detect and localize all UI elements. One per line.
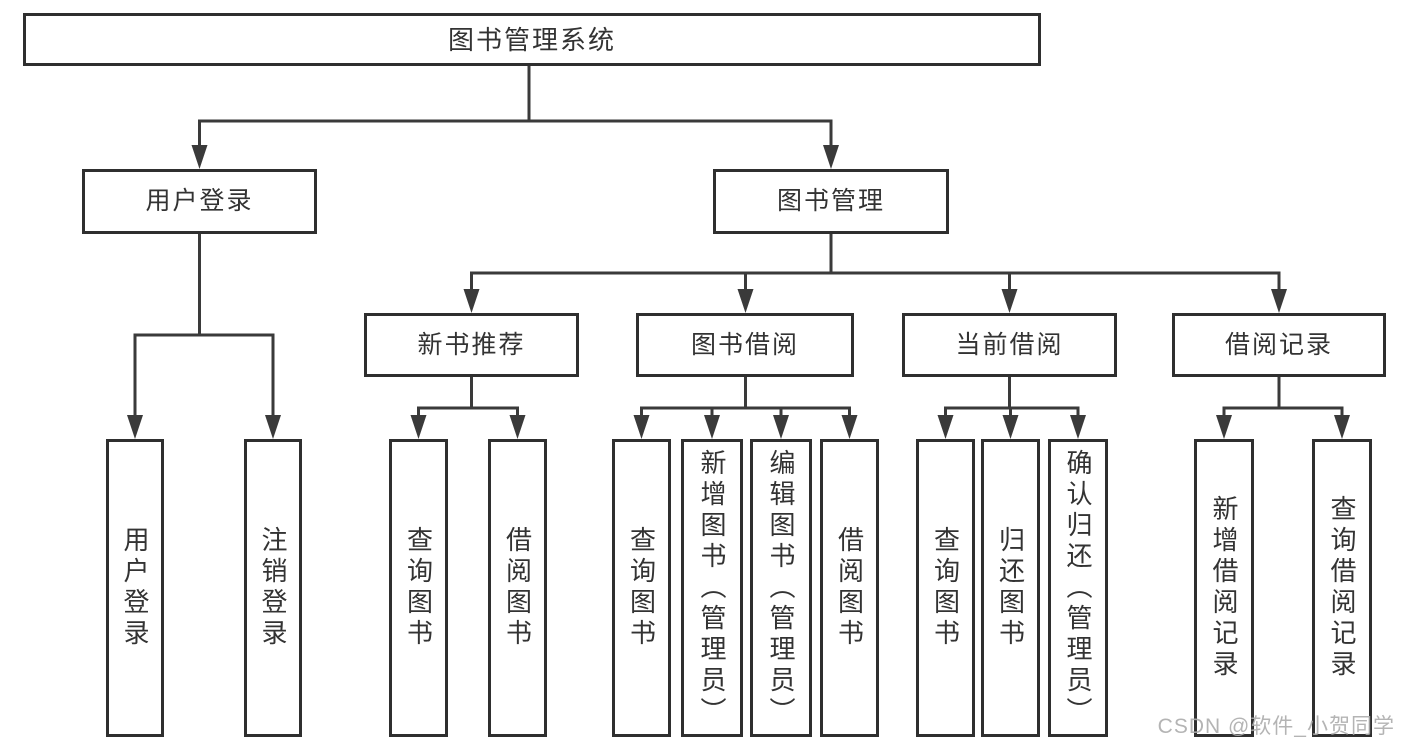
- leaf-query-borrow-record-label: 查询借阅记录: [1327, 495, 1357, 681]
- node-book-borrow: 图书借阅: [636, 313, 854, 377]
- leaf-return-book: 归还图书: [981, 439, 1040, 737]
- leaf-current-query-book-label: 查询图书: [930, 526, 961, 650]
- leaf-query-borrow-record: 查询借阅记录: [1312, 439, 1372, 737]
- leaf-recommend-query-book-label: 查询图书: [403, 526, 434, 650]
- leaf-logout-label: 注销登录: [258, 526, 288, 650]
- node-borrow-records-label: 借阅记录: [1224, 330, 1333, 359]
- leaf-borrow-query-book: 查询图书: [612, 439, 671, 737]
- node-book-borrow-label: 图书借阅: [690, 330, 799, 359]
- leaf-add-borrow-record-label: 新增借阅记录: [1209, 495, 1239, 681]
- leaf-borrow-book: 借阅图书: [820, 439, 879, 737]
- leaf-add-book-admin-label: 新增图书（管理员）: [697, 448, 727, 728]
- leaf-recommend-borrow-book-label: 借阅图书: [502, 526, 533, 650]
- leaf-add-book-admin: 新增图书（管理员）: [681, 439, 743, 737]
- leaf-return-book-label: 归还图书: [995, 526, 1026, 650]
- leaf-confirm-return-admin-label: 确认归还（管理员）: [1063, 448, 1093, 728]
- node-root-label: 图书管理系统: [447, 24, 616, 55]
- leaf-user-login-label: 用户登录: [120, 526, 150, 650]
- node-new-book-recommend-label: 新书推荐: [417, 330, 526, 359]
- leaf-borrow-book-label: 借阅图书: [834, 526, 865, 650]
- leaf-confirm-return-admin: 确认归还（管理员）: [1048, 439, 1108, 737]
- node-new-book-recommend: 新书推荐: [364, 313, 579, 377]
- leaf-recommend-query-book: 查询图书: [389, 439, 448, 737]
- node-book-management-label: 图书管理: [776, 187, 885, 215]
- node-current-borrow: 当前借阅: [902, 313, 1117, 377]
- csdn-watermark: CSDN @软件_小贺同学: [1157, 715, 1395, 738]
- leaf-edit-book-admin-label: 编辑图书（管理员）: [766, 448, 796, 728]
- leaf-logout: 注销登录: [244, 439, 302, 737]
- node-borrow-records: 借阅记录: [1172, 313, 1386, 377]
- node-root: 图书管理系统: [23, 13, 1041, 66]
- node-current-borrow-label: 当前借阅: [955, 330, 1064, 359]
- leaf-recommend-borrow-book: 借阅图书: [488, 439, 547, 737]
- node-user-login-label: 用户登录: [145, 187, 254, 215]
- leaf-add-borrow-record: 新增借阅记录: [1194, 439, 1254, 737]
- leaf-current-query-book: 查询图书: [916, 439, 975, 737]
- node-user-login: 用户登录: [82, 169, 317, 234]
- leaf-user-login: 用户登录: [106, 439, 164, 737]
- leaf-edit-book-admin: 编辑图书（管理员）: [750, 439, 812, 737]
- leaf-borrow-query-book-label: 查询图书: [626, 526, 657, 650]
- node-book-management: 图书管理: [713, 169, 949, 234]
